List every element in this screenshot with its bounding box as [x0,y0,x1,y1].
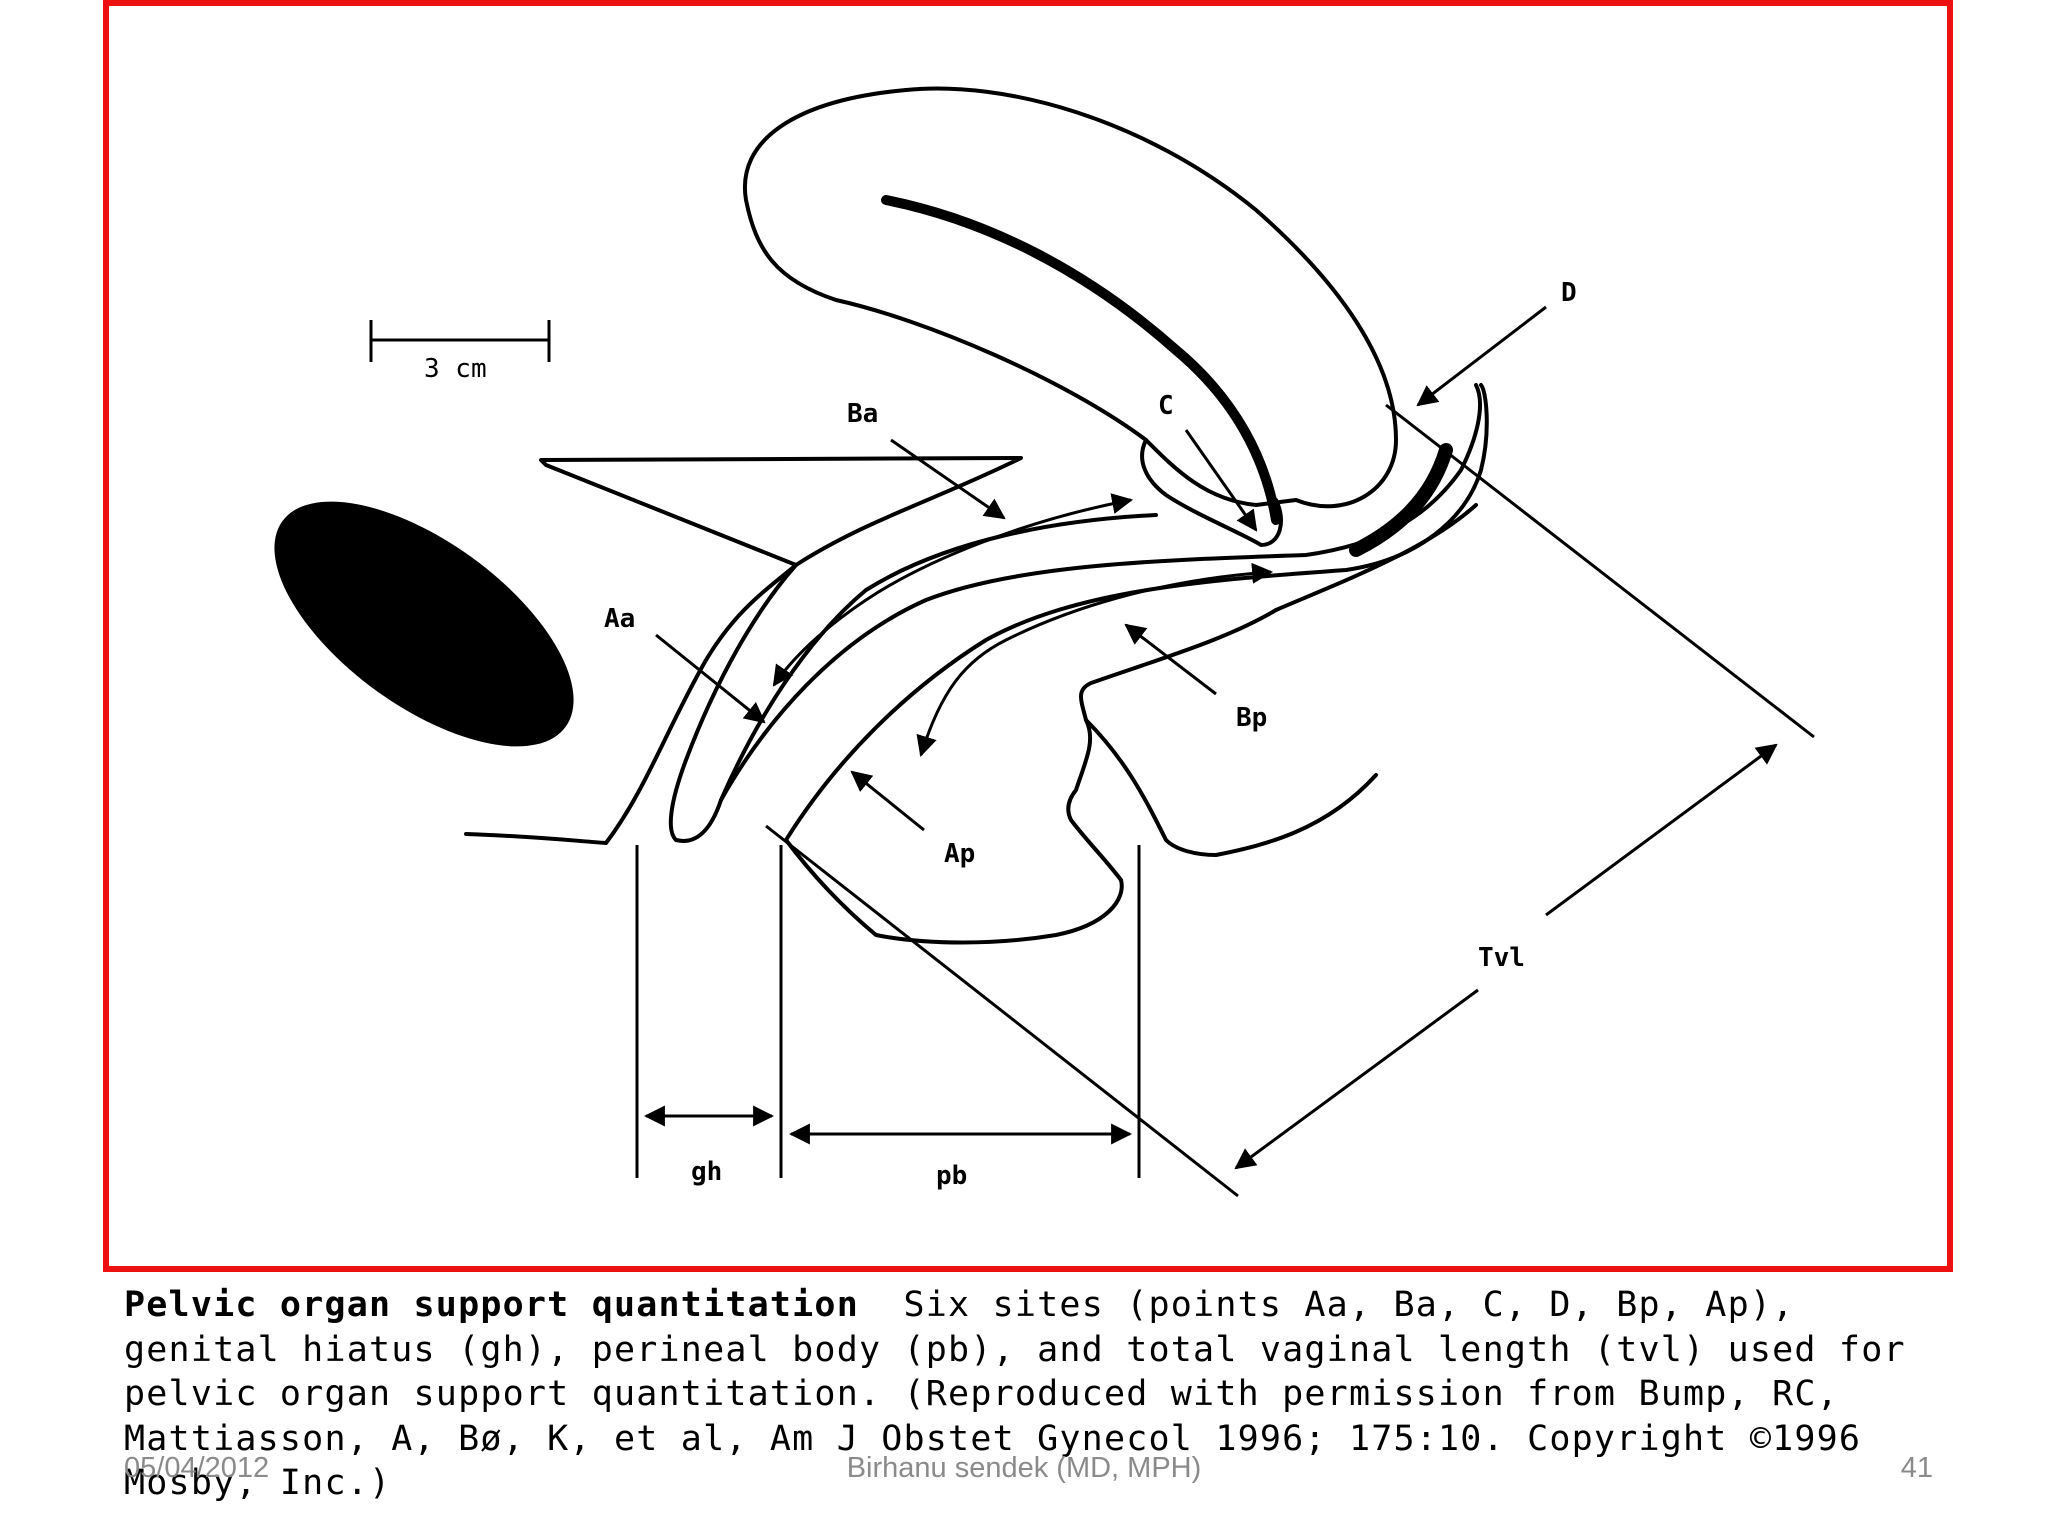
tvl-diagonal-lower [765,824,1239,1198]
bladder-outline [539,456,1023,567]
scale-bar-label: 3 cm [424,354,487,384]
footer-date: 05/04/2012 [124,1452,270,1484]
label-pb: pb [936,1161,967,1191]
uterus-outline [742,86,1398,509]
label-Aa: Aa [604,604,635,634]
caption-body: Six sites (points Aa, Ba, C, D, Bp, Ap),… [124,1285,1929,1503]
uterine-cavity [881,195,1281,525]
arrow-Aa [655,633,766,724]
tvl-arrow-upper [1545,743,1778,917]
footer-page-number: 41 [1900,1452,1933,1484]
footer-author: Birhanu sendek (MD, MPH) [846,1452,1202,1484]
posterior-vaginal-wall [784,383,1489,842]
anterior-wall-arrow [772,493,1134,687]
posterior-fornix-band [1349,443,1453,557]
introitus-outline [464,563,798,845]
arrow-Ap [850,770,925,832]
caption-title: Pelvic organ support quantitation [124,1285,859,1325]
label-C: C [1158,391,1174,421]
label-D: D [1561,278,1577,308]
perineal-body-outline [784,503,1478,945]
tvl-diagonal-upper [1385,403,1815,739]
diagram-frame: 3 cm [103,0,1953,1272]
scale-bar [369,320,551,362]
cervix-outline [1140,438,1283,547]
posterior-wall-arrow [916,562,1274,758]
arrow-C [1184,429,1258,532]
anterior-vaginal-wall [668,513,1158,843]
pubic-bone [274,501,574,747]
figure-caption: Pelvic organ support quantitation Six si… [124,1283,1924,1506]
arrow-Bp [1124,623,1217,696]
label-gh: gh [691,1157,722,1187]
tvl-arrow-lower [1234,988,1479,1170]
label-Ap: Ap [944,839,975,869]
label-Bp: Bp [1236,703,1267,733]
arrow-D [1416,305,1547,407]
label-Ba: Ba [847,399,878,429]
pelvic-anatomy-diagram: 3 cm [274,86,1815,1198]
rectum-outline [1084,718,1378,857]
label-tvl: Tvl [1478,943,1525,973]
